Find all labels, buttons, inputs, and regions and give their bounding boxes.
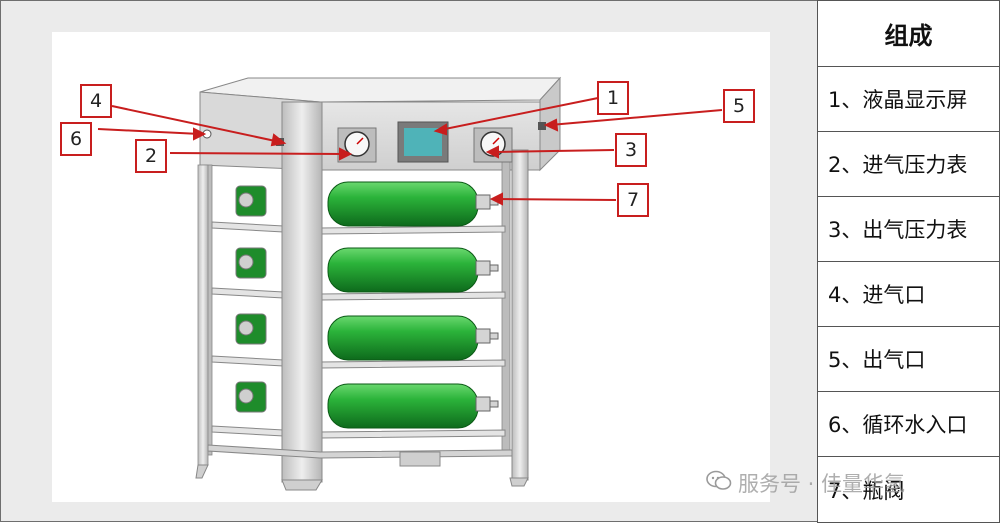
lcd-screen xyxy=(404,128,442,156)
watermark-text: 服务号 · 佳量华氢 xyxy=(738,472,906,496)
callout-7: 7 xyxy=(617,183,649,217)
legend-header: 组成 xyxy=(817,0,1000,67)
legend-item-1: 1、液晶显示屏 xyxy=(817,66,1000,132)
legend-item-7: 7、瓶阀 xyxy=(817,456,1000,523)
legend-item-4: 4、进气口 xyxy=(817,261,1000,327)
gas-cylinders xyxy=(327,181,479,429)
callout-6: 6 xyxy=(60,122,92,156)
callout-1: 1 xyxy=(597,81,629,115)
cylinder-valves xyxy=(475,194,499,412)
legend-item-6: 6、循环水入口 xyxy=(817,391,1000,457)
callout-5: 5 xyxy=(723,89,755,123)
callout-2: 2 xyxy=(135,139,167,173)
callout-3: 3 xyxy=(615,133,647,167)
leader-lines xyxy=(97,97,723,206)
cabinet-base xyxy=(207,444,513,459)
outlet-port xyxy=(538,122,546,130)
legend-item-3: 3、出气压力表 xyxy=(817,196,1000,262)
front-left-post xyxy=(281,101,323,483)
callout-4: 4 xyxy=(80,84,112,118)
legend-item-2: 2、进气压力表 xyxy=(817,131,1000,197)
legend-item-5: 5、出气口 xyxy=(817,326,1000,392)
wechat-icon xyxy=(706,470,732,490)
rear-cylinder-valves xyxy=(235,185,267,413)
components-legend: 组成 1、液晶显示屏 2、进气压力表 3、出气压力表 4、进气口 5、出气口 6… xyxy=(817,0,1000,523)
